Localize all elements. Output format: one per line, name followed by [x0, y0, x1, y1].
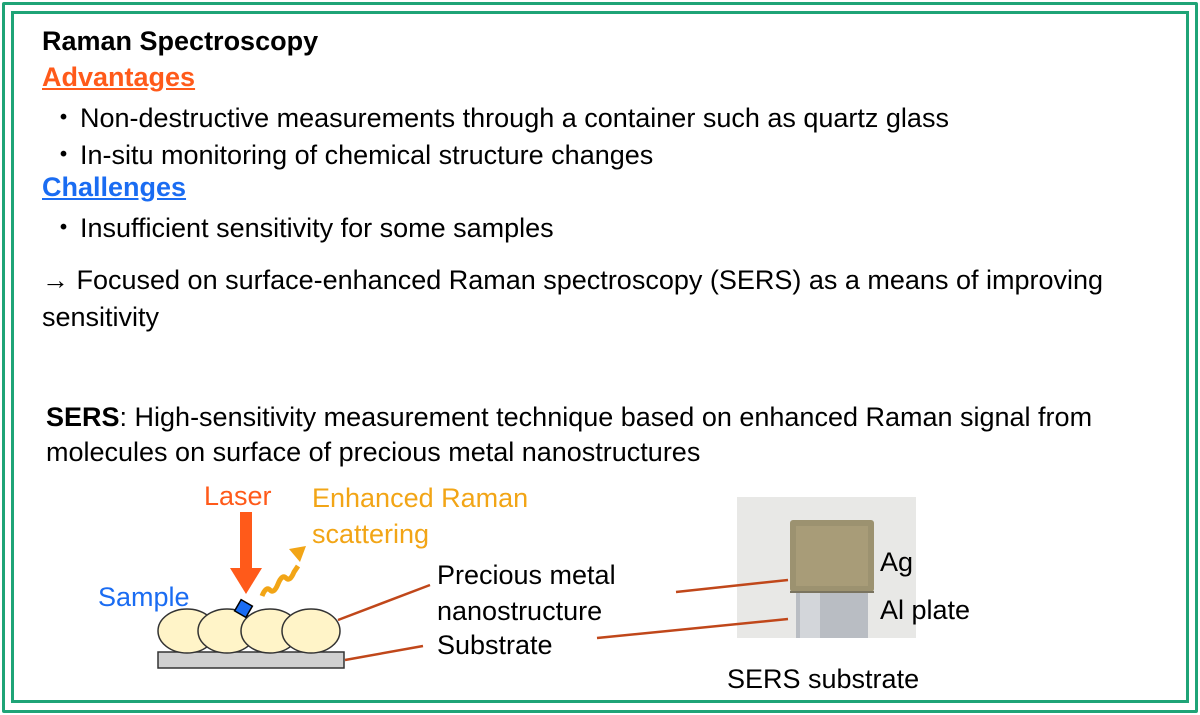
ag-label: Ag — [880, 547, 914, 577]
nanoparticles — [157, 608, 341, 654]
advantage-item-1: ・Non-destructive measurements through a … — [50, 96, 949, 135]
slide-title: Raman Spectroscopy — [42, 26, 319, 56]
leader-precious-metal — [337, 583, 431, 622]
challenges-heading: Challenges — [42, 172, 187, 202]
substrate-plate — [157, 651, 345, 669]
challenge-item-1: ・Insufficient sensitivity for some sampl… — [50, 206, 554, 245]
enhanced-raman-label: Enhanced Raman scattering — [312, 483, 529, 549]
substrate-label: Substrate — [437, 630, 553, 660]
bullet-dot: ・ — [50, 213, 77, 243]
inner-frame — [11, 11, 1189, 703]
precious-metal-label: Precious metal nanostructure — [437, 560, 616, 626]
bullet-dot: ・ — [50, 103, 77, 133]
laser-label: Laser — [204, 481, 272, 511]
advantages-heading: Advantages — [42, 62, 196, 92]
sers-substrate-photo — [737, 497, 916, 638]
challenge-text-1: Insufficient sensitivity for some sample… — [80, 213, 554, 243]
advantage-text-1: Non-destructive measurements through a c… — [80, 103, 949, 133]
leader-lines — [337, 578, 789, 662]
sample-label: Sample — [98, 582, 190, 612]
advantage-item-2: ・In-situ monitoring of chemical structur… — [50, 133, 653, 172]
focus-statement: → Focused on surface-enhanced Raman spec… — [42, 265, 1104, 332]
enhanced-raman-arrowhead — [289, 546, 306, 562]
photo-caption: SERS substrate — [727, 664, 920, 694]
sers-term: SERS — [46, 402, 120, 432]
leader-ag — [675, 578, 789, 594]
leader-substrate — [344, 644, 424, 662]
laser-arrow — [230, 512, 262, 594]
advantage-text-2: In-situ monitoring of chemical structure… — [80, 140, 654, 170]
sample-molecule — [233, 598, 254, 619]
bullet-dot: ・ — [50, 140, 77, 170]
enhanced-raman-arrow — [259, 564, 301, 597]
al-plate-label: Al plate — [880, 595, 971, 625]
leader-al — [596, 617, 789, 640]
sers-definition: SERS: High-sensitivity measurement techn… — [46, 400, 1146, 470]
sers-definition-text: : High-sensitivity measurement technique… — [46, 402, 1093, 467]
